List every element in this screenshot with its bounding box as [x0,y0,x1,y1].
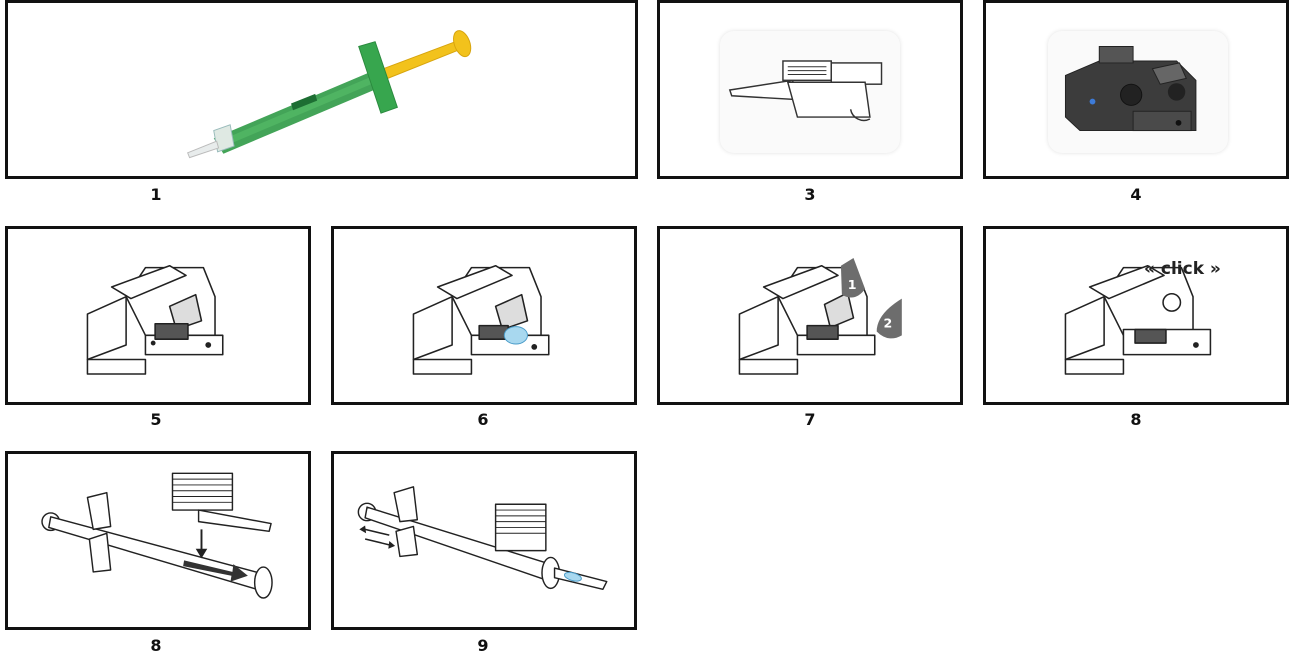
badge-2-text: 2 [883,316,892,331]
step-number: 3 [804,185,816,204]
panel-step-8-click: « click » [983,226,1289,405]
arrow-right-icon [183,560,248,582]
panel-step-7: 1 2 [657,226,963,405]
panel-step-4 [983,0,1289,179]
step-badge-1 [840,257,866,298]
panel-step-5 [5,226,311,405]
step-number: 1 [150,185,162,204]
loaded-syringe-illustration [357,486,608,591]
holder-closed-illustration [1064,264,1212,375]
panel-step-8-insert [5,451,311,630]
syringe-illustration [187,30,472,159]
panel-step-1 [5,0,638,179]
panel-step-3 [657,0,963,179]
panel-step-9 [331,451,637,630]
arrow-down-icon [195,529,208,559]
drop-icon [503,326,528,345]
drop-icon [563,571,582,582]
insert-into-syringe-illustration [41,472,273,599]
panel-step-6 [331,226,637,405]
step-number: 8 [1130,410,1142,429]
holder-insert-illustration [728,60,883,122]
step-number: 6 [477,410,489,429]
step-number: 4 [1130,185,1142,204]
click-label: « click » [1144,259,1221,279]
step-number: 9 [477,636,489,655]
step-badge-2 [876,298,902,339]
holder-block-illustration [1064,46,1197,132]
badge-1-text: 1 [848,277,857,292]
step-number: 8 [150,636,162,655]
holder-with-drop-illustration [412,264,550,375]
step-number: 5 [150,410,162,429]
holder-closing-illustration: 1 2 [738,257,902,375]
arrow-left-icon [359,525,396,549]
step-number: 7 [804,410,816,429]
holder-open-illustration [86,264,224,375]
